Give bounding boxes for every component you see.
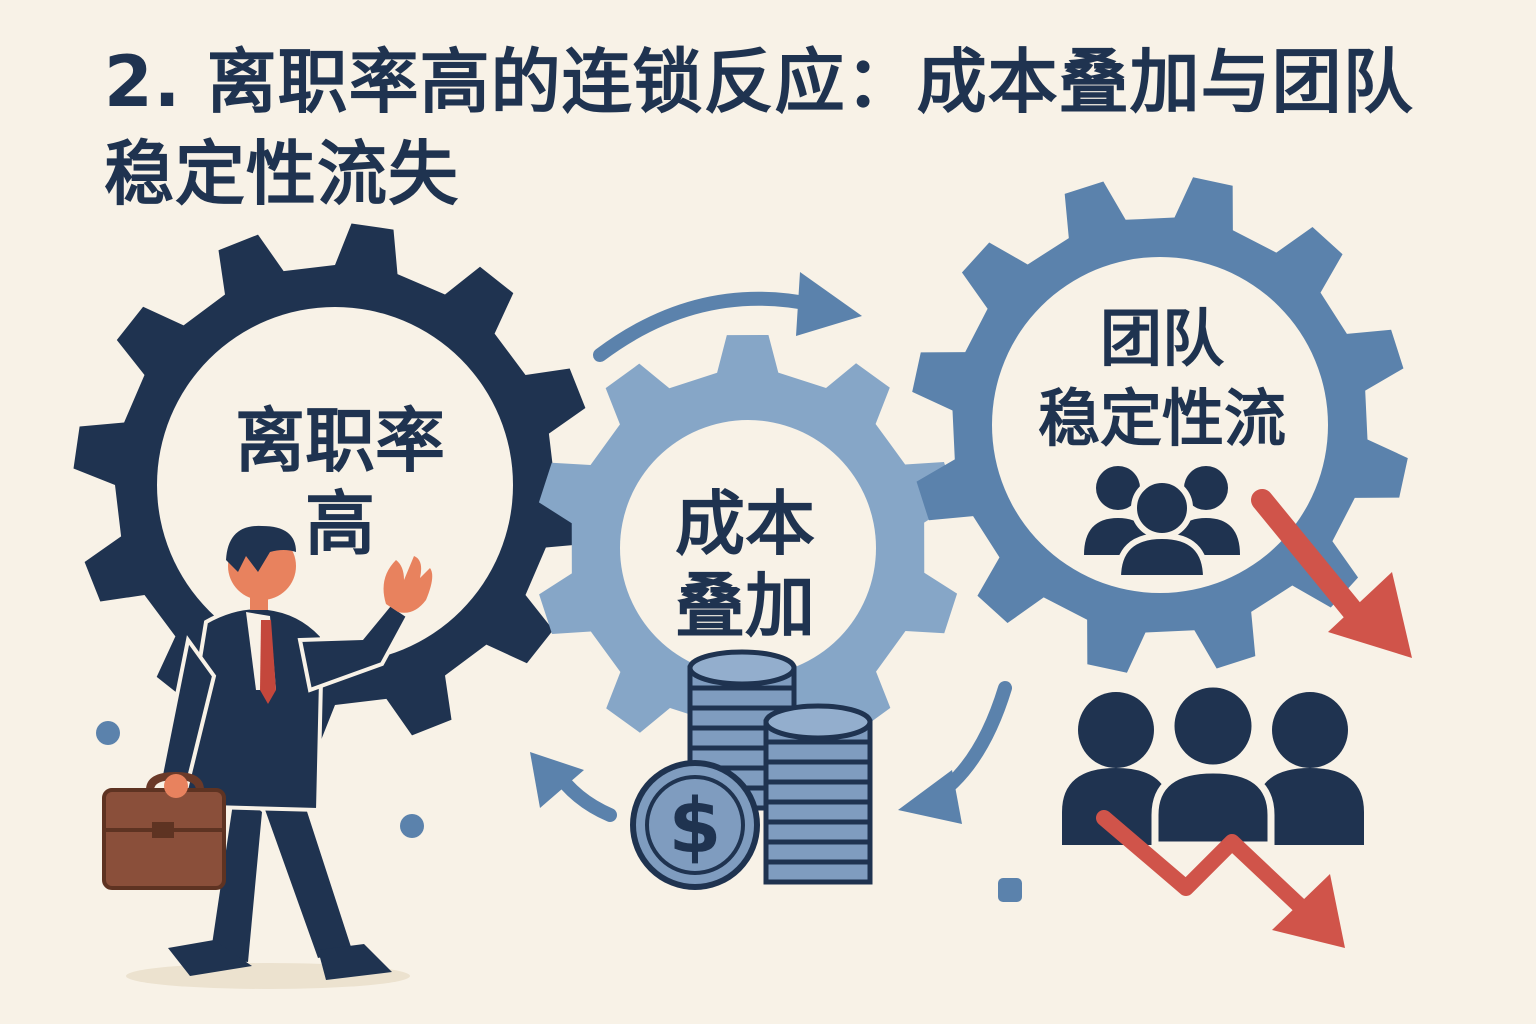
cycle-arrow-left: [530, 752, 617, 822]
zigzag-decline-arrow-icon: [1096, 810, 1345, 948]
gear-turnover-label-line1: 离职率: [235, 400, 445, 482]
coin-top: [687, 649, 797, 687]
coin-top: [763, 703, 873, 741]
decor-dot: [96, 721, 120, 745]
businessman-icon: [102, 525, 433, 989]
page-title: 2. 离职率高的连锁反应：成本叠加与团队稳定性流失: [104, 41, 1414, 215]
gear-cost-label-line2: 叠加: [675, 565, 815, 647]
decor-dot: [400, 814, 424, 838]
gear-team-icon: [912, 177, 1408, 673]
coin: [687, 685, 797, 711]
gear-hole: [992, 257, 1328, 593]
gear-team-label-line1: 团队: [1100, 302, 1225, 375]
gear-turnover-label-line2: 高: [305, 483, 375, 565]
gear-cost-icon: [538, 334, 958, 762]
decline-arrow-icon: [1251, 489, 1412, 658]
dollar-sign: $: [669, 781, 722, 870]
cycle-arrow-right: [898, 681, 1012, 824]
coin: [763, 819, 873, 845]
team-group-icon: [1084, 466, 1240, 581]
gear-team-label-line2: 稳定性流: [1038, 382, 1286, 455]
coin: [763, 759, 873, 785]
coin: [763, 739, 873, 765]
cycle-arrow-top: [593, 272, 862, 362]
coin: [763, 779, 873, 805]
people-group-icon: [1062, 680, 1364, 849]
coin: [763, 839, 873, 865]
gear-hole: [620, 420, 876, 676]
gear-cost-label-line1: 成本: [675, 483, 815, 565]
dollar-coin-icon: $: [630, 760, 760, 890]
coin: [763, 799, 873, 825]
coin: [763, 859, 873, 885]
decor-square: [998, 878, 1022, 902]
